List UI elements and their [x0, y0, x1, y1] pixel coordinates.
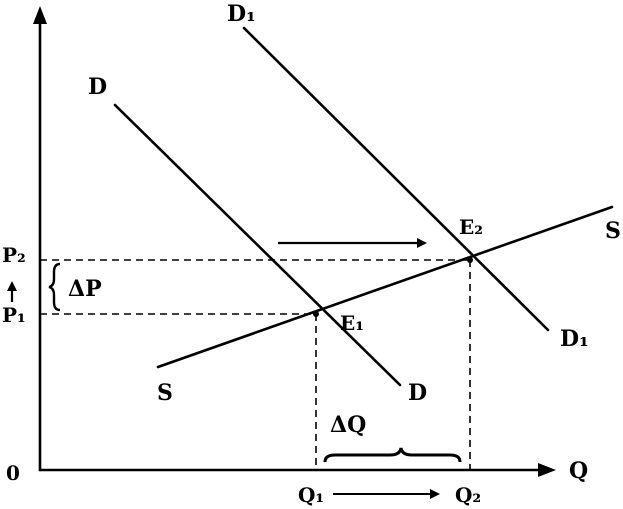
- equilibrium-point-e2: [467, 257, 473, 263]
- equilibrium-e1-label: E₁: [340, 311, 364, 335]
- supply-curve-label: S: [157, 380, 173, 406]
- delta-q-brace: [323, 447, 462, 463]
- demand-curve-label: D: [88, 74, 107, 100]
- quantity-q1-label: Q₁: [298, 483, 324, 507]
- demand-curve-end-label: D: [408, 380, 427, 406]
- demand-shifted-label: D₁: [227, 1, 256, 27]
- supply-curve-end-label: S: [605, 218, 621, 244]
- delta-q-label: ΔQ: [330, 412, 366, 438]
- demand-curve-shifted: [242, 26, 550, 332]
- origin-label: 0: [6, 461, 20, 485]
- equilibrium-point-e1: [313, 311, 319, 317]
- delta-p-brace: [48, 262, 61, 312]
- delta-p-label: ΔP: [68, 276, 102, 302]
- demand-curve: [113, 103, 402, 387]
- y-axis-arrowhead: [33, 6, 47, 24]
- x-axis-label: Q: [569, 458, 588, 484]
- demand-shifted-end-label: D₁: [560, 326, 589, 352]
- supply-curve: [156, 205, 614, 369]
- price-p1-label: P₁: [2, 303, 26, 327]
- quantity-q2-label: Q₂: [455, 483, 481, 507]
- price-p2-label: P₂: [2, 243, 26, 267]
- x-axis-arrowhead: [538, 463, 556, 477]
- equilibrium-e2-label: E₂: [459, 215, 483, 239]
